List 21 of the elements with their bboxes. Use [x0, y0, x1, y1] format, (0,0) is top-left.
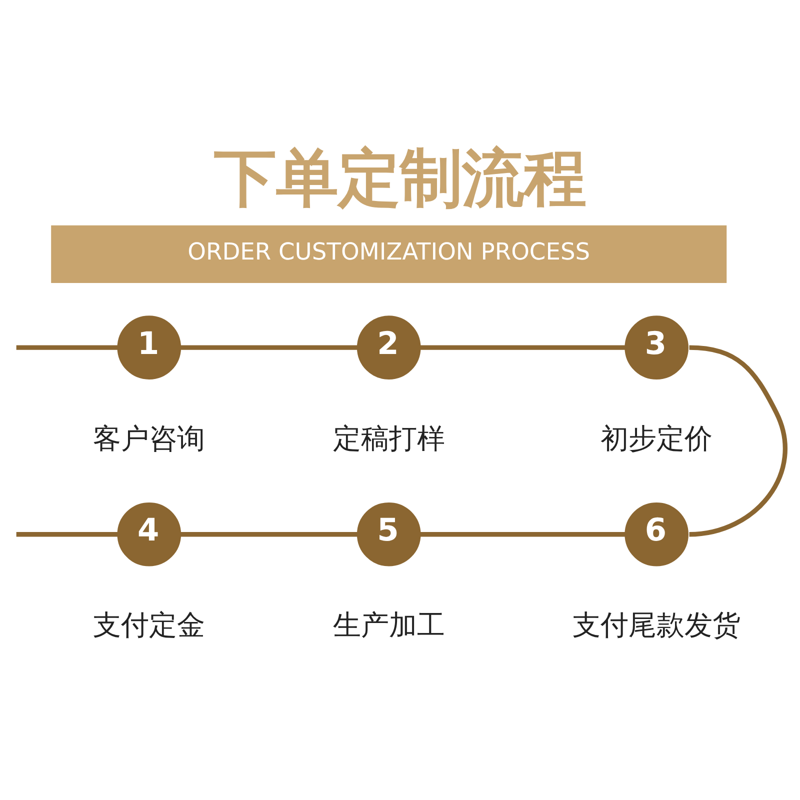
connector [180, 532, 358, 536]
connector [689, 344, 788, 536]
node-label: 初步定价 [600, 421, 713, 454]
node-label: 支付尾款发货 [572, 608, 741, 642]
connector [180, 344, 358, 350]
node-label: 客户咨询 [93, 421, 206, 454]
connector [16, 532, 118, 536]
node-label: 定稿打样 [332, 421, 445, 454]
node-label: 生产加工 [332, 608, 445, 642]
node-circle: 4 [117, 502, 182, 566]
label: ORDER CUSTOMIZATION PROCESS [188, 237, 590, 266]
connector [16, 344, 118, 350]
node-circle: 3 [624, 315, 688, 379]
node-circle: 5 [356, 502, 421, 566]
node-circle: 2 [356, 315, 421, 379]
node-label: 支付定金 [93, 608, 206, 642]
node-circle: 1 [117, 315, 182, 379]
diagram-title: 下单定制流程 [214, 141, 586, 214]
node-circle: 6 [624, 502, 688, 566]
connector [420, 532, 626, 536]
connector [420, 344, 626, 350]
